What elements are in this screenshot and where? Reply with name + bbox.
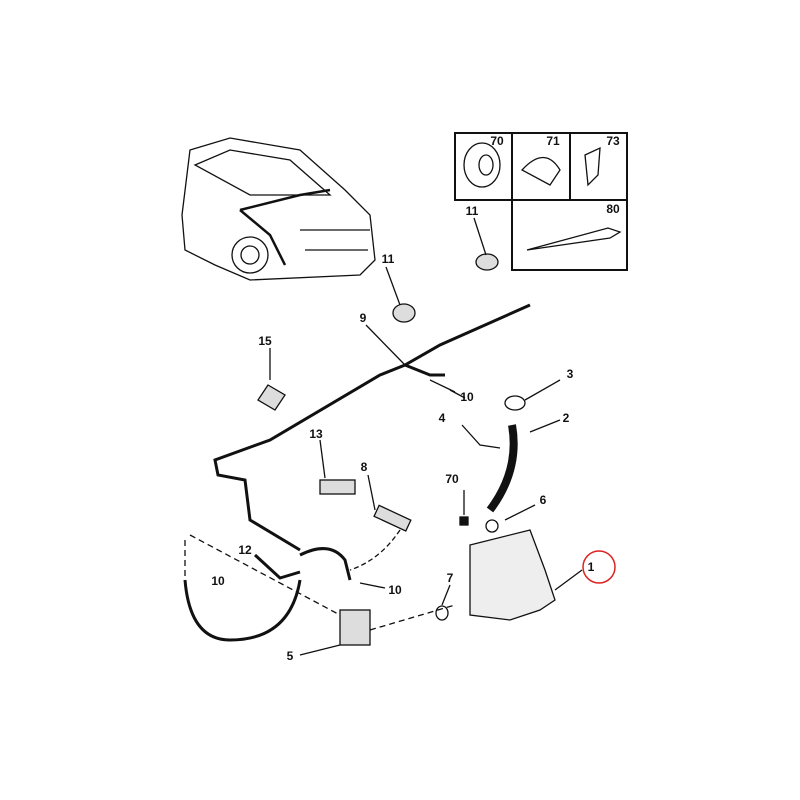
inset-label-70: 70 <box>490 134 504 148</box>
pump <box>339 609 371 646</box>
part-label: 5 <box>286 649 294 663</box>
inset-label-71: 71 <box>546 134 560 148</box>
reservoir <box>469 529 556 621</box>
part-label: 11 <box>381 252 395 266</box>
part-label: 13 <box>309 427 323 441</box>
part-label: 70 <box>445 472 459 486</box>
part-label: 10 <box>388 583 402 597</box>
car-illustration <box>181 137 376 281</box>
part-label: 9 <box>359 311 367 325</box>
part-label: 11 <box>465 204 479 218</box>
part-label: 7 <box>446 571 454 585</box>
part-label: 10 <box>460 390 474 404</box>
part-label: 15 <box>258 334 272 348</box>
part-label: 4 <box>438 411 446 425</box>
inset-label-73: 73 <box>606 134 620 148</box>
part-label: 12 <box>238 543 252 557</box>
inset-box <box>454 132 628 271</box>
part-label-highlighted: 1 <box>587 560 595 574</box>
inset-label-80: 80 <box>606 202 620 216</box>
part-label: 3 <box>566 367 574 381</box>
part-label: 10 <box>211 574 225 588</box>
part-label: 8 <box>360 460 368 474</box>
highlight-circle <box>582 550 616 584</box>
part-label: 6 <box>539 493 547 507</box>
part-label: 2 <box>562 411 570 425</box>
